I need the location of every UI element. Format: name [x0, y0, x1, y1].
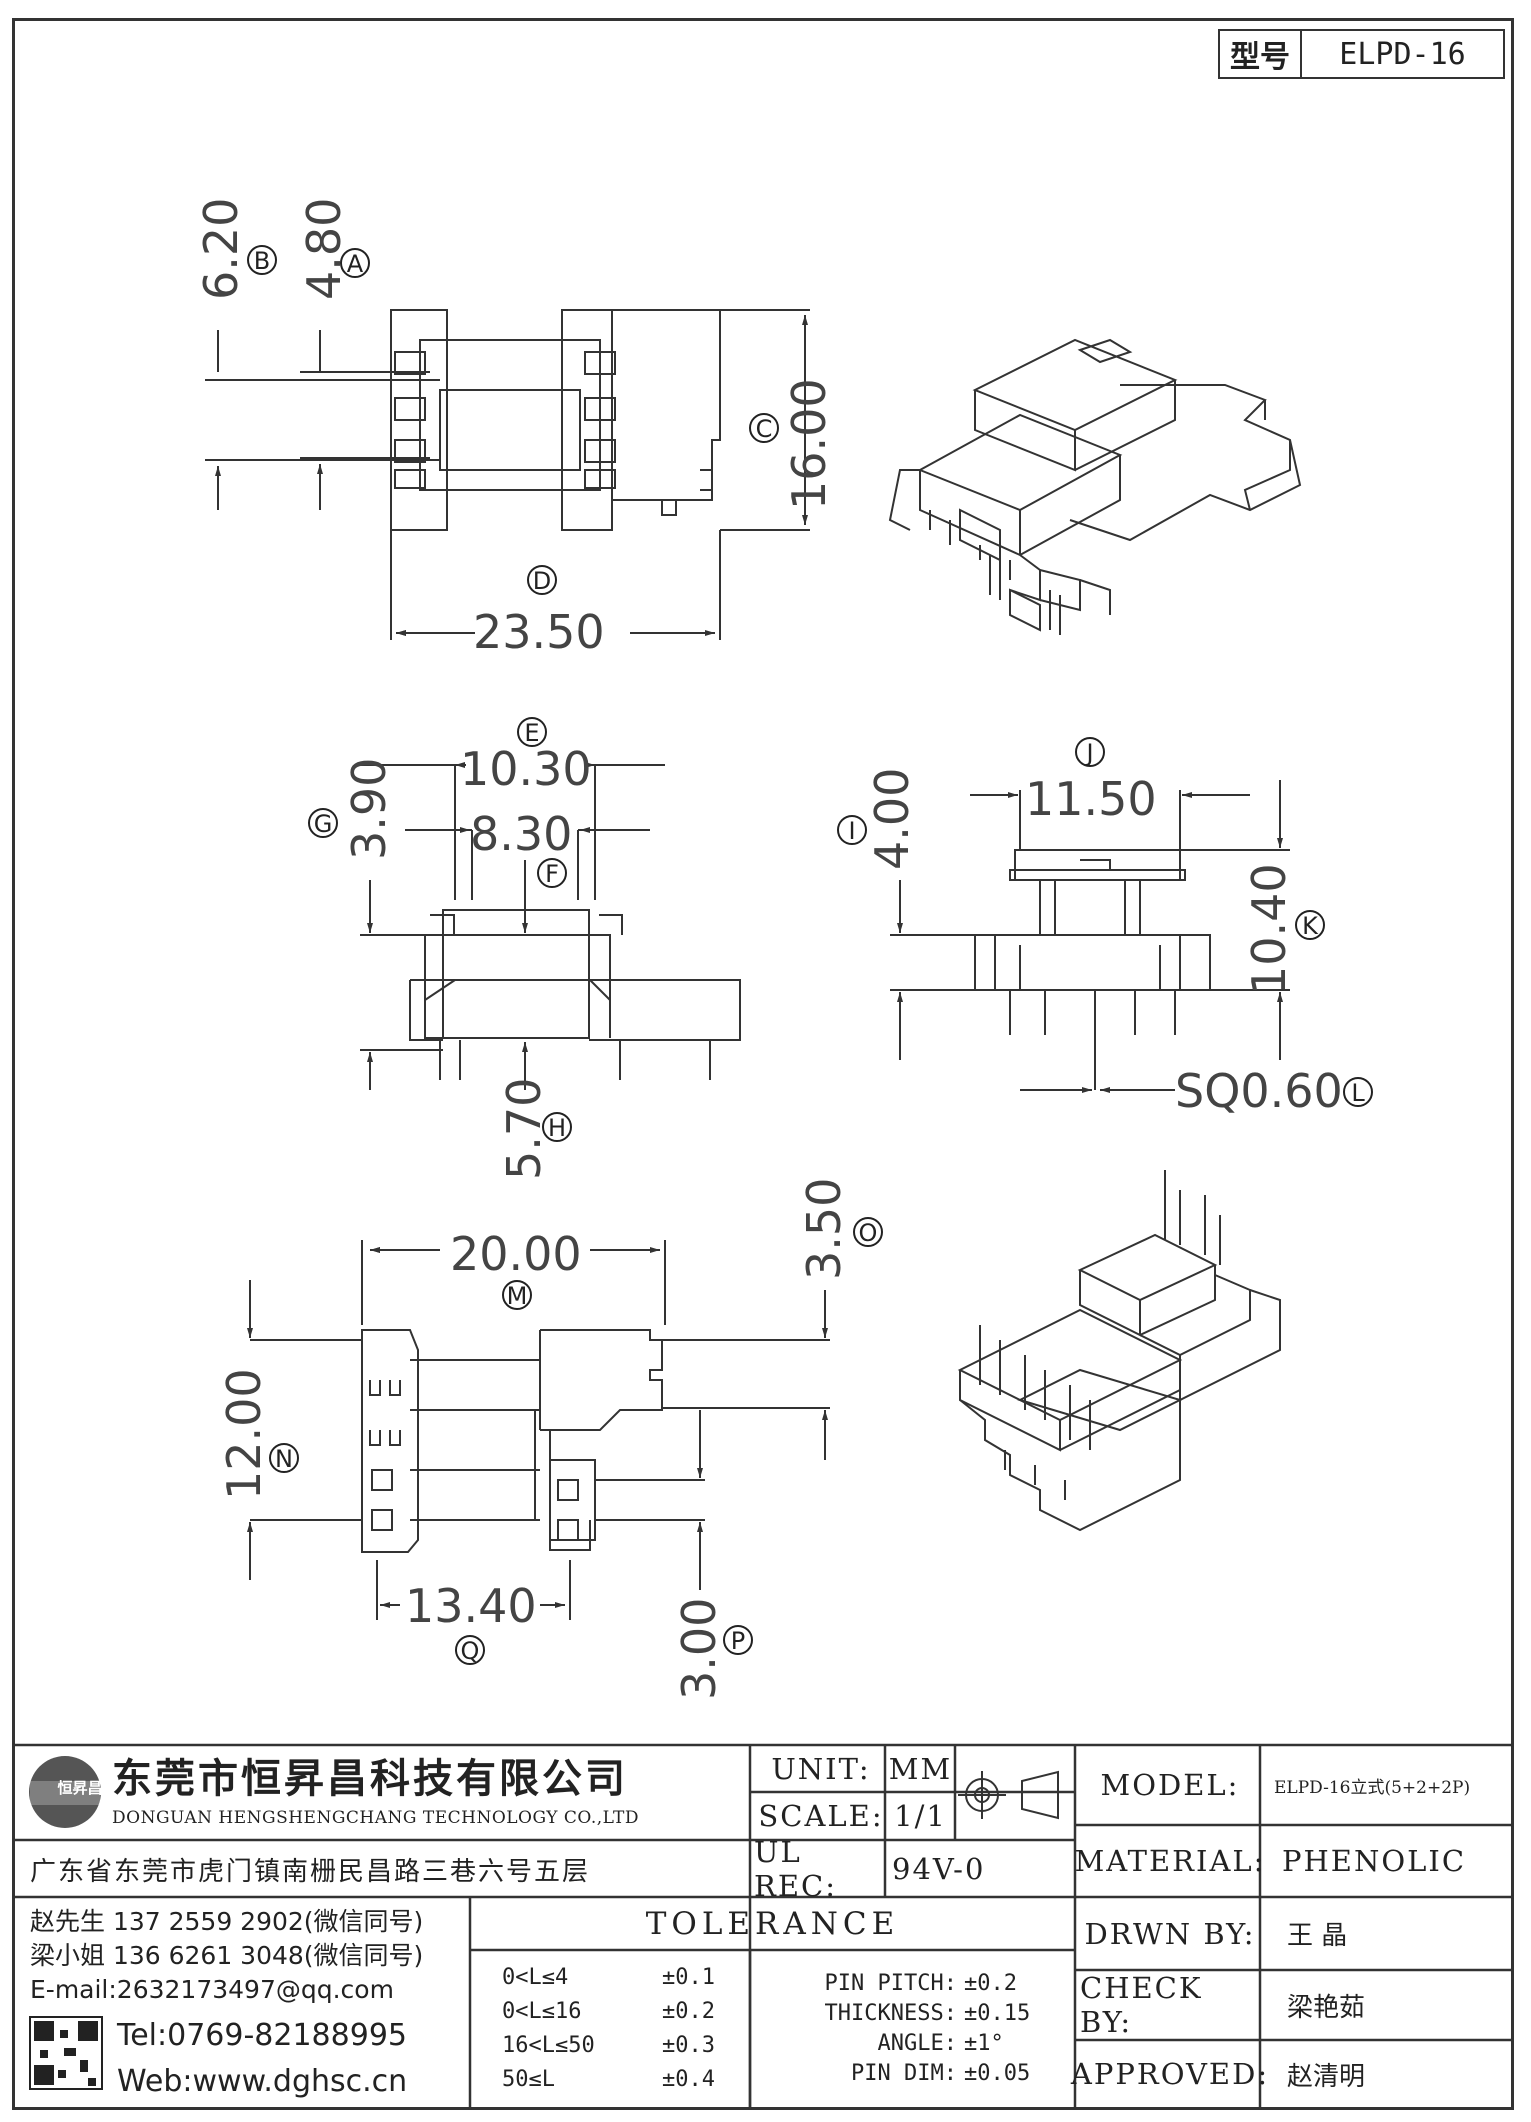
pin-dim-label: PIN DIM: — [851, 2060, 957, 2086]
pin-pitch-value: ±0.2 — [964, 1970, 1017, 1996]
isometric-view-bottom — [957, 1170, 1281, 1532]
ul-value: 94V-0 — [892, 1851, 986, 1886]
company-address: 广东省东莞市虎门镇南栅民昌路三巷六号五层 — [30, 1857, 591, 1887]
callout-n: N — [275, 1445, 293, 1473]
qr-code — [29, 2016, 103, 2090]
pin-dim-value: ±0.05 — [964, 2060, 1031, 2086]
contact-email: E-mail:2632173497@qq.com — [30, 1974, 394, 2004]
company-name-cn: 东莞市恒昇昌科技有限公司 — [112, 1755, 628, 1802]
dim-f-value: 8.30 — [470, 807, 572, 861]
callout-i: I — [848, 817, 855, 845]
dim-h-value: 5.70 — [497, 1078, 551, 1180]
callout-q: Q — [461, 1637, 480, 1665]
callout-o: O — [859, 1219, 878, 1247]
company-name-en: DONGUAN HENGSHENGCHANG TECHNOLOGY CO.,LT… — [112, 1808, 640, 1828]
title-block: 恒昇昌 东莞市恒昇昌科技有限公司 DONGUAN HENGSHENGCHANG … — [12, 1745, 1514, 2110]
callout-b: B — [254, 247, 270, 275]
top-view — [205, 309, 810, 640]
drawn-by-label: DRWN BY: — [1084, 1916, 1256, 1951]
type-label: 型号 — [1220, 31, 1302, 77]
tol-range-4: 50≤L — [502, 2066, 555, 2092]
title-block-grid — [12, 1743, 1514, 2110]
dim-d-value: 23.50 — [473, 605, 605, 659]
check-by-value: 梁艳茹 — [1287, 1992, 1366, 2023]
callout-h: H — [548, 1114, 566, 1142]
material-value: PHENOLIC — [1282, 1844, 1467, 1878]
callout-l: L — [1351, 1079, 1365, 1107]
approved-value: 赵清明 — [1287, 2061, 1366, 2092]
dim-m-value: 20.00 — [450, 1227, 582, 1281]
thickness-label: THICKNESS: — [824, 2000, 957, 2026]
side-view — [890, 780, 1290, 1093]
isometric-view-top — [888, 338, 1302, 635]
tol-value-4: ±0.4 — [662, 2066, 715, 2092]
dim-e-value: 10.30 — [460, 742, 592, 796]
dim-n-value: 12.00 — [217, 1368, 271, 1500]
material-label: MATERIAL: — [1074, 1844, 1266, 1878]
dim-l-value: SQ0.60 — [1175, 1064, 1343, 1118]
callout-p: P — [731, 1627, 745, 1655]
callout-g: G — [314, 810, 333, 838]
dim-k-value: 10.40 — [1242, 863, 1296, 995]
front-view — [360, 762, 741, 1090]
approved-label: APPROVED: — [1070, 2057, 1270, 2091]
model-value: ELPD-16立式(5+2+2P) — [1274, 1777, 1471, 1798]
tol-value-1: ±0.1 — [662, 1964, 715, 1990]
bottom-view — [247, 1240, 830, 1620]
dim-a-value: 4.80 — [297, 198, 351, 300]
contact-web: Web:www.dghsc.cn — [117, 2063, 408, 2099]
tol-range-3: 16<L≤50 — [502, 2032, 595, 2058]
drawing-frame — [12, 18, 1514, 2110]
dim-i-value: 4.00 — [865, 768, 919, 870]
callout-m: M — [507, 1282, 528, 1310]
contact-2: 梁小姐 136 6261 3048(微信同号) — [30, 1941, 424, 1970]
callout-f: F — [545, 860, 559, 888]
drawn-by-value: 王 晶 — [1287, 1921, 1348, 1951]
dim-p-value: 3.00 — [672, 1598, 726, 1700]
pin-pitch-label: PIN PITCH: — [824, 1970, 957, 1996]
ul-label: UL REC: — [754, 1834, 837, 1903]
projection-symbol-icon — [958, 1770, 1059, 1820]
tol-range-2: 0<L≤16 — [502, 1998, 582, 2024]
thickness-value: ±0.15 — [964, 2000, 1031, 2026]
dim-b-value: 6.20 — [194, 198, 248, 300]
dim-j-value: 11.50 — [1025, 772, 1157, 826]
tolerance-title: TOLERANCE — [645, 1905, 900, 1942]
scale-label: SCALE: — [758, 1799, 884, 1833]
angle-value: ±1° — [964, 2030, 1004, 2056]
model-label: MODEL: — [1100, 1768, 1240, 1802]
dim-g-value: 3.90 — [342, 758, 396, 860]
callout-k: K — [1302, 912, 1319, 940]
check-by-label: CHECK BY: — [1080, 1971, 1203, 2039]
contact-tel: Tel:0769-82188995 — [117, 2017, 407, 2053]
callout-a: A — [347, 250, 364, 278]
tol-range-1: 0<L≤4 — [502, 1964, 569, 1990]
contact-1: 赵先生 137 2559 2902(微信同号) — [30, 1907, 424, 1936]
unit-label: UNIT: — [771, 1751, 871, 1786]
callout-c: C — [756, 415, 773, 443]
type-header: 型号 ELPD-16 — [1218, 29, 1505, 79]
angle-label: ANGLE: — [877, 2030, 957, 2056]
callout-j: J — [1084, 739, 1093, 767]
dim-q-value: 13.40 — [405, 1579, 537, 1633]
dim-c-value: 16.00 — [782, 378, 836, 510]
logo-text: 恒昇昌 — [57, 1778, 103, 1797]
tol-value-3: ±0.3 — [662, 2032, 715, 2058]
callout-e: E — [524, 719, 539, 747]
tol-value-2: ±0.2 — [662, 1998, 715, 2024]
unit-value: MM — [888, 1751, 953, 1786]
scale-value: 1/1 — [894, 1799, 947, 1833]
callout-d: D — [533, 567, 551, 595]
dim-o-value: 3.50 — [797, 1178, 851, 1280]
company-logo — [29, 1756, 101, 1828]
type-value: ELPD-16 — [1339, 36, 1466, 72]
